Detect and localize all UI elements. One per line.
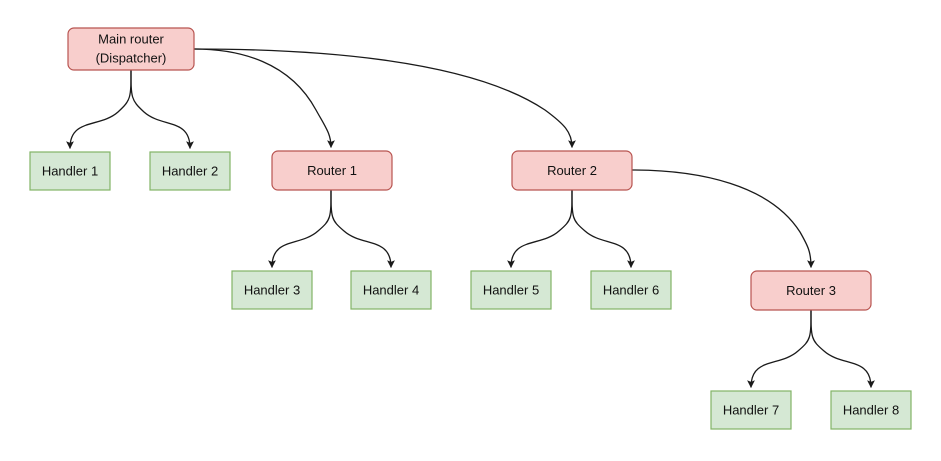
- node-handler-7[interactable]: Handler 7: [710, 390, 792, 430]
- node-handler-4[interactable]: Handler 4: [350, 270, 432, 310]
- node-label-handler-3: Handler 3: [244, 282, 300, 297]
- node-label-router-2: Router 2: [547, 163, 597, 178]
- node-router-2[interactable]: Router 2: [511, 150, 633, 191]
- edge-router-3-to-handler-7: [747, 309, 812, 389]
- node-handler-3[interactable]: Handler 3: [231, 270, 313, 310]
- node-box-handler-4[interactable]: [350, 270, 432, 310]
- node-box-main-router[interactable]: [67, 27, 195, 71]
- node-handler-8[interactable]: Handler 8: [830, 390, 912, 430]
- edge-main-to-handler-1: [66, 69, 132, 150]
- node-router-3[interactable]: Router 3: [750, 270, 872, 311]
- node-label-handler-5: Handler 5: [483, 282, 539, 297]
- node-label-handler-4: Handler 4: [363, 282, 419, 297]
- node-label-handler-7: Handler 7: [723, 402, 779, 417]
- node-handler-1[interactable]: Handler 1: [29, 151, 111, 191]
- node-main-router[interactable]: Main router (Dispatcher): [67, 27, 195, 71]
- node-label-main-router: Main router: [98, 31, 164, 46]
- node-label-sub-main-router: (Dispatcher): [96, 50, 167, 65]
- edge-router-2-to-handler-5: [507, 189, 573, 269]
- node-label-router-3: Router 3: [786, 283, 836, 298]
- node-handler-2[interactable]: Handler 2: [149, 151, 231, 191]
- node-label-handler-2: Handler 2: [162, 163, 218, 178]
- edges-layer: [66, 48, 875, 389]
- node-handler-6[interactable]: Handler 6: [590, 270, 672, 310]
- edge-router-2-to-handler-6: [571, 189, 635, 269]
- edge-main-to-router-1: [193, 48, 335, 149]
- node-label-handler-6: Handler 6: [603, 282, 659, 297]
- node-box-handler-7[interactable]: [710, 390, 792, 430]
- edge-router-3-to-handler-8: [810, 309, 875, 389]
- node-box-handler-2[interactable]: [149, 151, 231, 191]
- node-box-handler-5[interactable]: [470, 270, 552, 310]
- node-label-router-1: Router 1: [307, 163, 357, 178]
- node-box-router-1[interactable]: [271, 150, 393, 191]
- node-box-handler-1[interactable]: [29, 151, 111, 191]
- node-box-handler-8[interactable]: [830, 390, 912, 430]
- node-box-router-3[interactable]: [750, 270, 872, 311]
- node-box-router-2[interactable]: [511, 150, 633, 191]
- node-label-handler-8: Handler 8: [843, 402, 899, 417]
- edge-router-2-to-router-3: [631, 169, 815, 269]
- edge-router-1-to-handler-3: [268, 189, 332, 269]
- edge-main-to-router-2: [193, 48, 576, 149]
- edge-router-1-to-handler-4: [330, 189, 395, 269]
- nodes-layer: Main router (Dispatcher) Handler 1 Handler …: [29, 27, 912, 430]
- node-router-1[interactable]: Router 1: [271, 150, 393, 191]
- node-box-handler-3[interactable]: [231, 270, 313, 310]
- node-label-handler-1: Handler 1: [42, 163, 98, 178]
- node-handler-5[interactable]: Handler 5: [470, 270, 552, 310]
- node-box-handler-6[interactable]: [590, 270, 672, 310]
- edge-main-to-handler-2: [130, 69, 194, 150]
